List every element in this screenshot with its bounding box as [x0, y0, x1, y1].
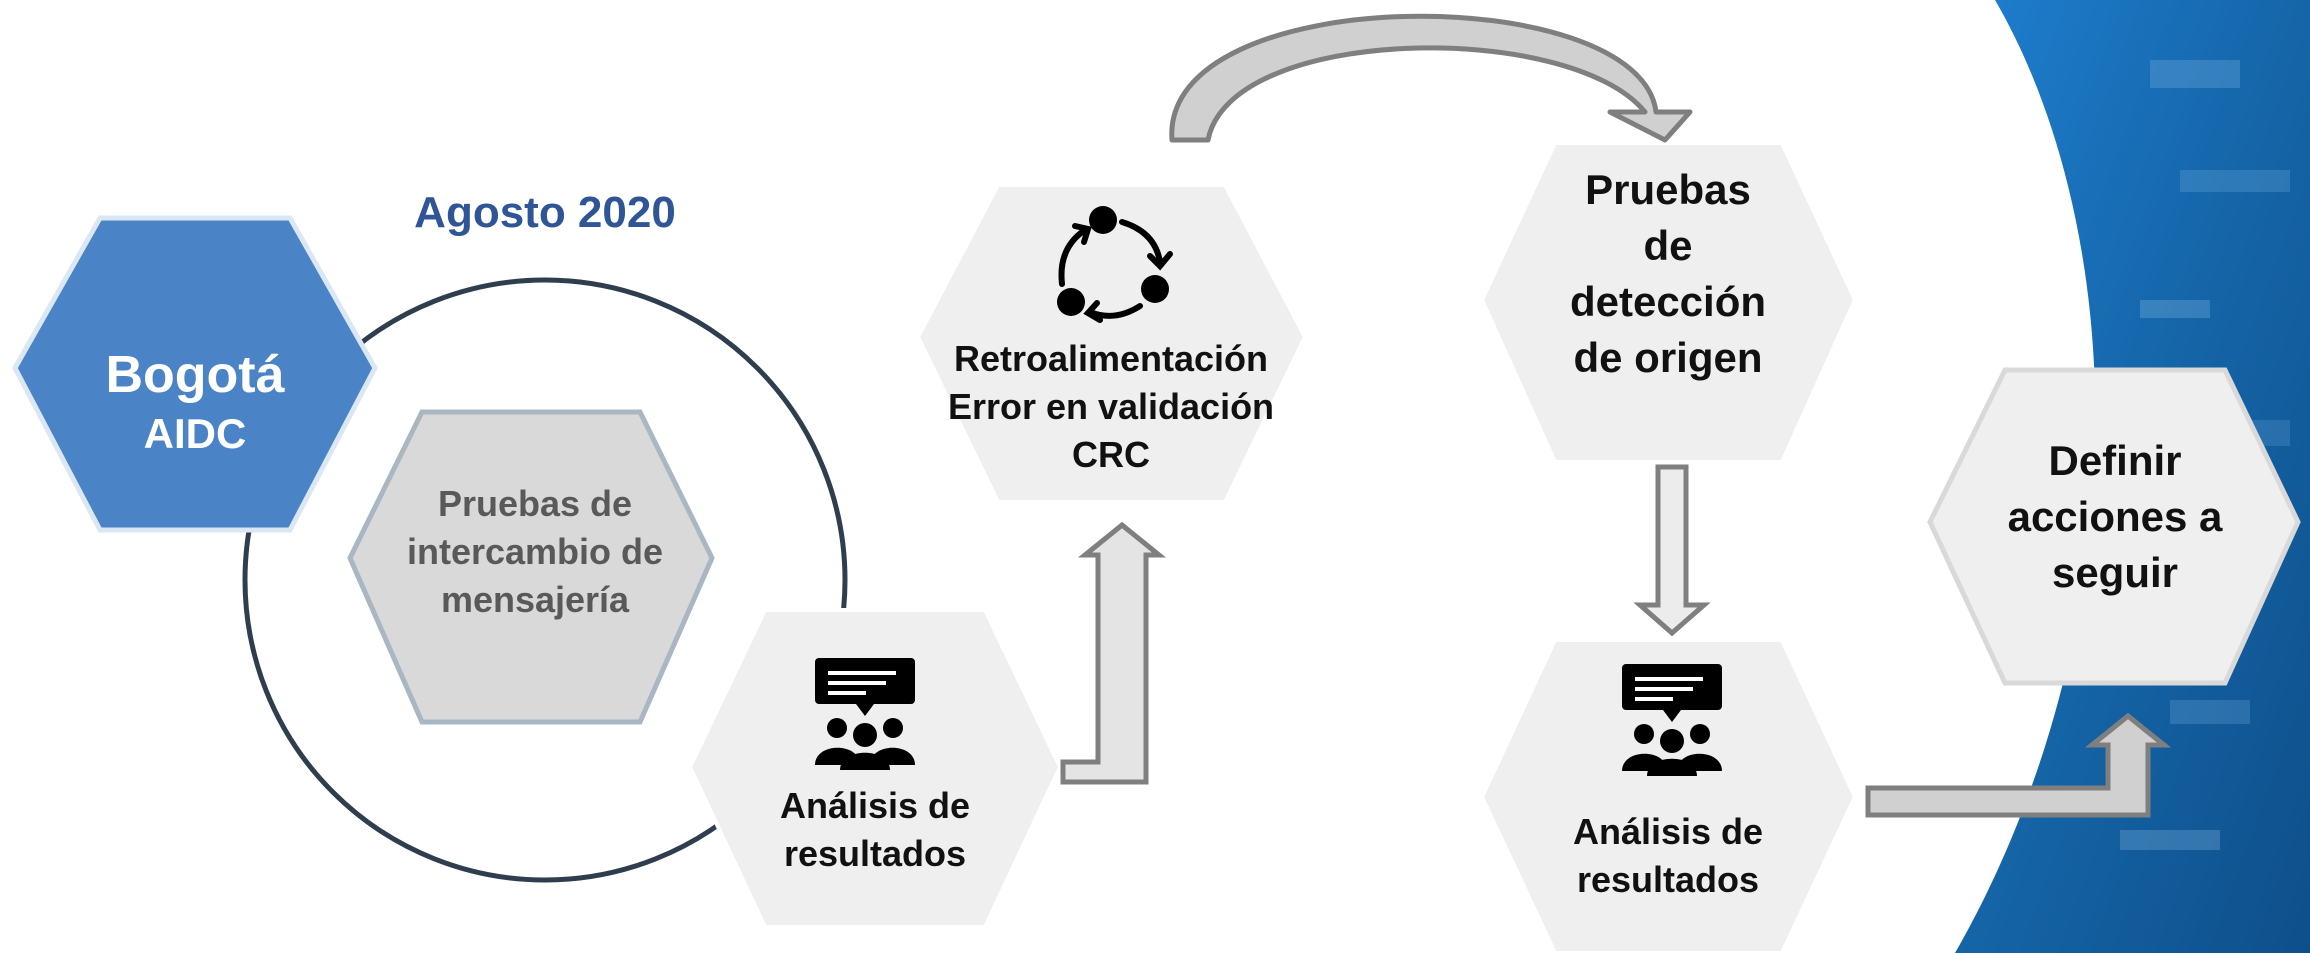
arrow-curved	[1169, 13, 1693, 143]
meeting-icon	[1622, 664, 1722, 776]
date-label: Agosto 2020	[414, 188, 676, 237]
actions-line1: Definir	[2048, 437, 2182, 484]
arrow-up-1	[1060, 521, 1167, 785]
analysis1-line1: Análisis de	[779, 785, 971, 826]
origin-line2: de	[1643, 222, 1693, 269]
feedback-line1: Retroalimentación	[953, 338, 1269, 379]
exchange-line1: Pruebas de	[437, 483, 633, 524]
actions-line3: seguir	[2051, 549, 2179, 596]
actions-label: Definir acciones a seguir	[1960, 433, 2270, 601]
exchange-label: Pruebas de intercambio de mensajería	[355, 480, 715, 624]
exchange-line2: intercambio de	[406, 531, 664, 572]
stage-ring	[242, 277, 848, 883]
analysis1-line2: resultados	[783, 833, 967, 874]
arrow-down	[1633, 464, 1711, 637]
origin-hexagon	[1479, 141, 1858, 464]
feedback-line2: Error en validación	[947, 386, 1275, 427]
origin-line3: detección	[1569, 278, 1767, 325]
analysis2-line2: resultados	[1576, 859, 1760, 900]
analysis1-label: Análisis de resultados	[725, 782, 1025, 878]
origin-line1: Pruebas	[1585, 166, 1751, 213]
analysis2-line1: Análisis de	[1572, 811, 1764, 852]
analysis2-label: Análisis de resultados	[1518, 808, 1818, 904]
exchange-line3: mensajería	[440, 579, 630, 620]
meeting-icon	[815, 658, 915, 770]
arrow-up-2	[1865, 712, 2172, 818]
start-hexagon	[12, 215, 378, 533]
start-title: Bogotá	[105, 346, 285, 404]
analysis2-hexagon	[1479, 638, 1858, 953]
actions-hexagon	[1927, 367, 2301, 686]
cycle-icon	[1057, 206, 1173, 323]
feedback-line3: CRC	[1072, 434, 1150, 475]
origin-line4: de origen	[1573, 334, 1763, 381]
feedback-hexagon	[915, 183, 1308, 504]
feedback-label: Retroalimentación Error en validación CR…	[905, 335, 1317, 479]
actions-line2: acciones a	[2007, 493, 2223, 540]
start-subtitle: AIDC	[143, 410, 247, 457]
exchange-hexagon	[347, 409, 715, 725]
origin-label: Pruebas de detección de origen	[1518, 162, 1818, 386]
